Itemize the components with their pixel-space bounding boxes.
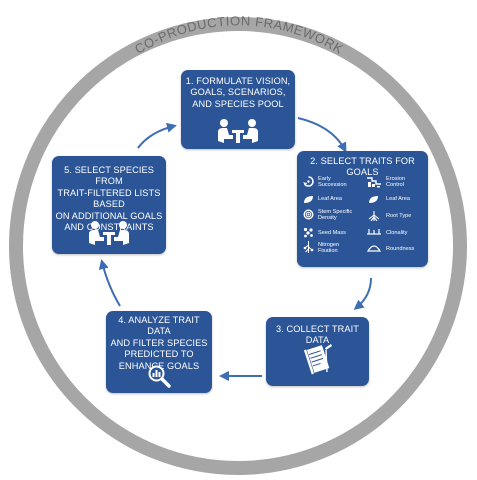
nodule-icon [303,241,314,253]
goal-2-trait-3: Clonality [386,230,408,236]
goal-2-trait-2: Root Type [386,213,412,219]
goal-2-trait-1: Leaf Area [386,196,410,202]
step-5-title: 5. SELECT SPECIES FROM TRAIT-FILTERED LI… [55,165,163,233]
leaf-icon [369,196,378,203]
roundness-icon [367,245,381,252]
arrow-step2-to-step3 [353,277,372,310]
goal-2-trait-4: Roundness [386,246,415,252]
arrow-step5-to-step1 [137,122,177,149]
root-icon [368,211,380,221]
step-4-title: 4. ANALYZE TRAIT DATA AND FILTER SPECIES… [110,315,208,371]
meeting-icon [218,119,258,143]
step-3-box: 3. COLLECT TRAIT DATA [266,317,369,386]
framework-ring [9,17,467,475]
arrow-step1-to-step2 [297,117,347,153]
seeds-icon [303,227,313,238]
step-5-box: 5. SELECT SPECIES FROM TRAIT-FILTERED LI… [52,156,166,254]
recycle-icon [303,176,314,187]
step-1-title: 1. FORMULATE VISION, GOALS, SCENARIOS, A… [185,76,291,109]
stem-icon [303,209,314,220]
arrow-step4-to-step5 [98,259,121,307]
leaf-icon [304,196,313,203]
goal-1-trait-1: Leaf Area [318,196,342,202]
clonal-icon [367,229,381,235]
step-4-box: 4. ANALYZE TRAIT DATA AND FILTER SPECIES… [106,311,212,393]
framework-title: CO-PRODUCTION FRAMEWORK [132,13,346,57]
step-2-title: 2. SELECT TRAITS FOR GOALS [310,156,415,178]
erosion-icon [367,177,381,188]
analysis-magnifier-icon [148,365,171,388]
meeting-icon [89,221,129,245]
goal-1-trait-3: Seed Mass [318,230,346,236]
step-3-title: 3. COLLECT TRAIT DATA [276,324,359,346]
notebook-pen-icon [303,344,332,376]
step-1-box: 1. FORMULATE VISION, GOALS, SCENARIOS, A… [181,70,295,149]
